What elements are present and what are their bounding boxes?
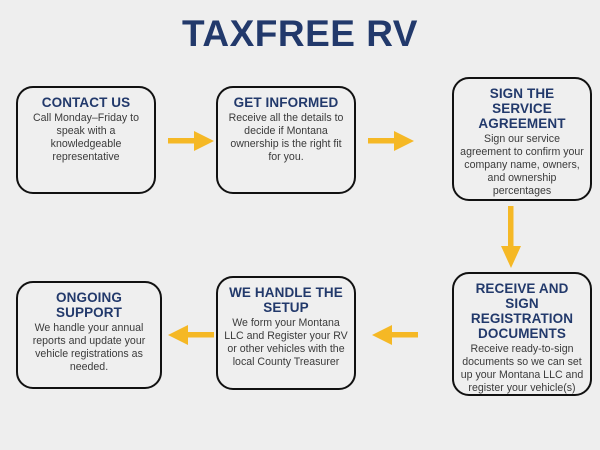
step-body-contact-us: Call Monday–Friday to speak with a knowl… <box>33 112 139 163</box>
step-body-ongoing-support: We handle your annual reports and update… <box>32 322 146 373</box>
step-body-sign-agreement: Sign our service agreement to confirm yo… <box>460 133 584 198</box>
step-box-get-informed: GET INFORMED Receive all the details to … <box>216 86 356 194</box>
step-heading-get-informed: GET INFORMED <box>233 95 339 110</box>
step-box-contact-us: CONTACT US Call Monday–Friday to speak w… <box>16 86 156 194</box>
page-title: TAXFREE RV <box>182 13 418 54</box>
arrow-left-icon-registration-to-setup <box>372 322 418 348</box>
step-box-we-handle-setup: WE HANDLE THE SETUP We form your Montana… <box>216 276 356 390</box>
step-box-ongoing-support: ONGOING SUPPORT We handle your annual re… <box>16 281 162 389</box>
step-body-we-handle-setup: We form your Montana LLC and Register yo… <box>224 317 348 368</box>
arrow-left-icon-setup-to-support <box>168 322 214 348</box>
step-heading-receive-sign-registration: RECEIVE AND SIGN REGISTRATION DOCUMENTS <box>470 281 574 342</box>
step-heading-we-handle-setup: WE HANDLE THE SETUP <box>229 285 343 316</box>
step-box-sign-agreement: SIGN THE SERVICE AGREEMENT Sign our serv… <box>452 77 592 201</box>
step-heading-ongoing-support: ONGOING SUPPORT <box>56 290 122 321</box>
step-box-receive-sign-registration: RECEIVE AND SIGN REGISTRATION DOCUMENTS … <box>452 272 592 396</box>
arrow-right-icon-informed-to-agreement <box>368 128 414 154</box>
step-body-receive-sign-registration: Receive ready-to-sign documents so we ca… <box>460 343 584 395</box>
step-heading-contact-us: CONTACT US <box>41 95 131 110</box>
step-body-get-informed: Receive all the details to decide if Mon… <box>228 112 344 163</box>
arrow-right-icon-contact-to-informed <box>168 128 214 154</box>
arrow-down-icon-agreement-to-registration <box>498 206 524 268</box>
step-heading-sign-agreement: SIGN THE SERVICE AGREEMENT <box>478 86 566 132</box>
